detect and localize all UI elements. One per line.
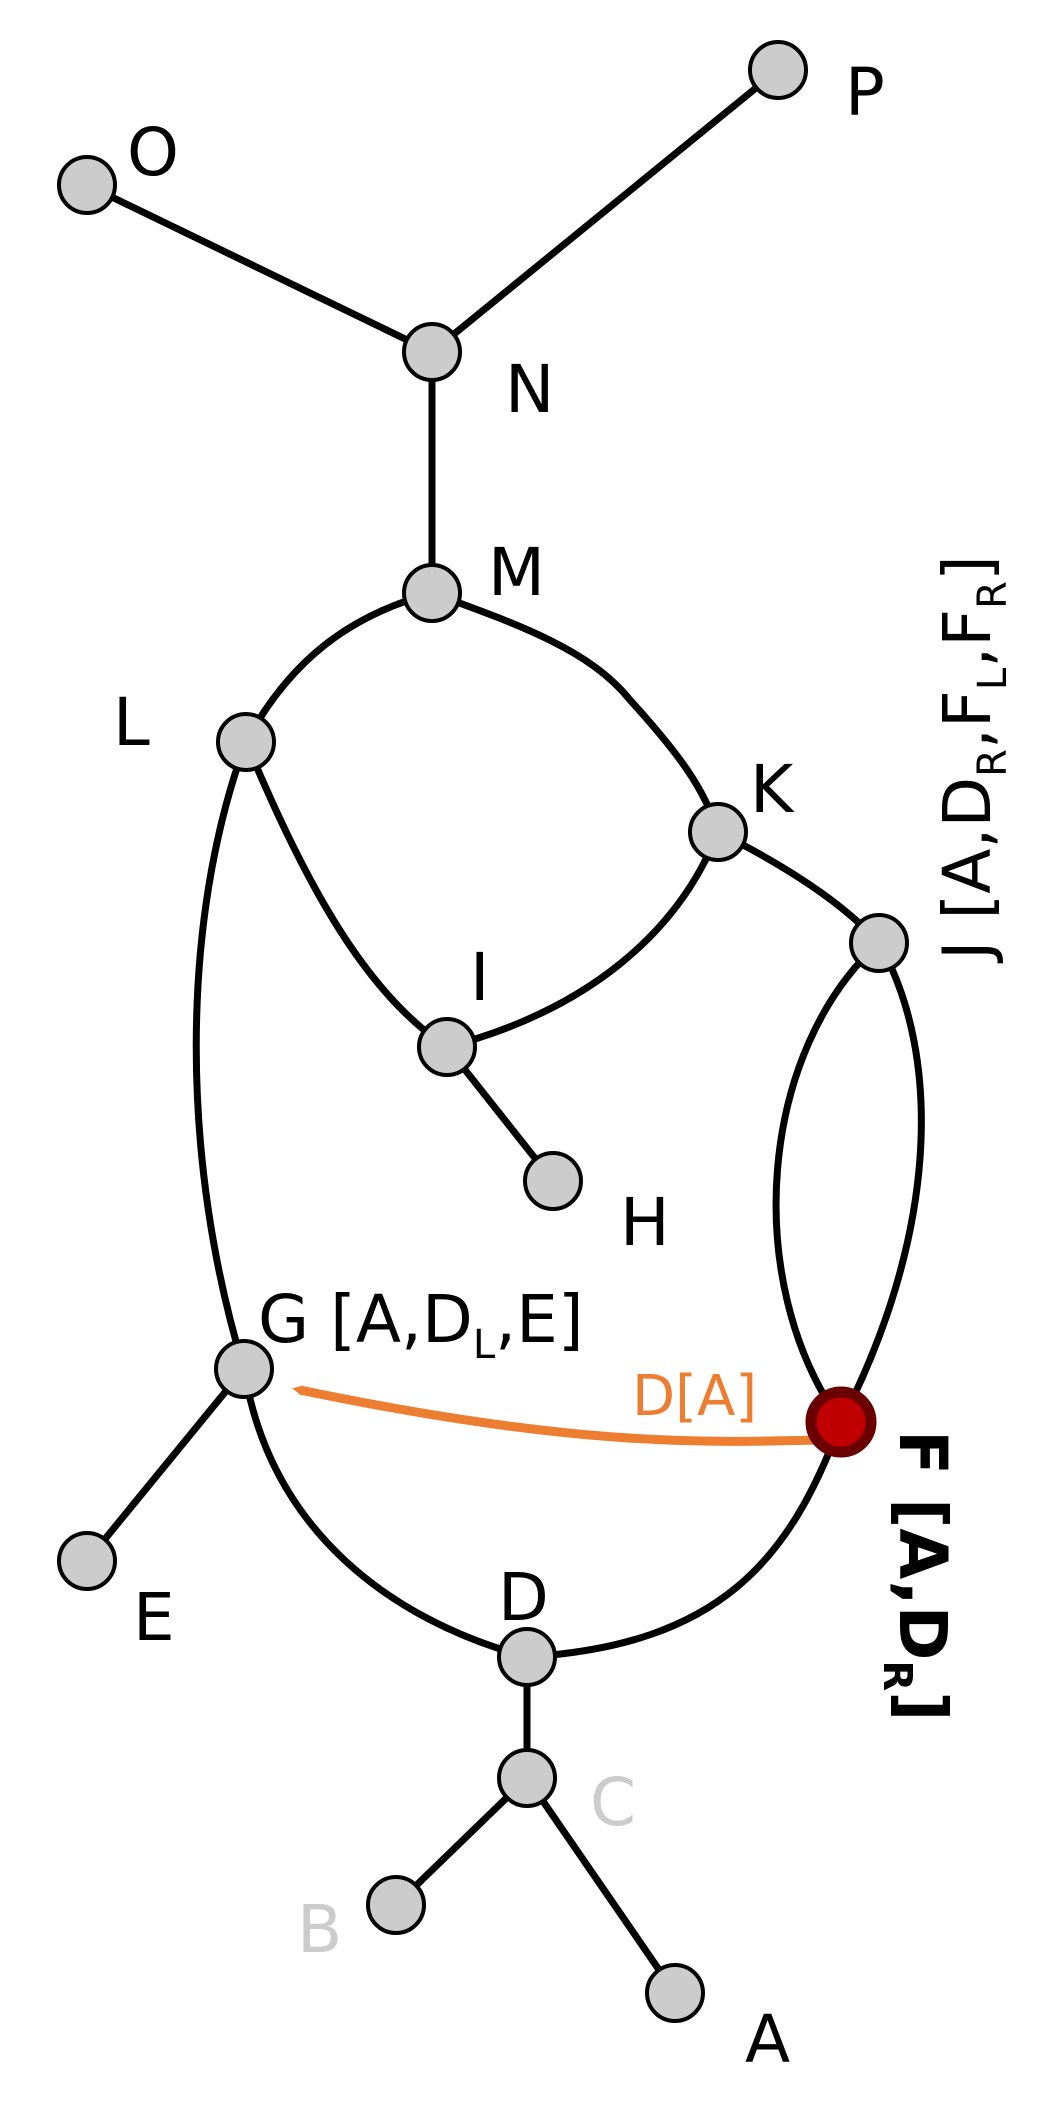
node-labels: O P N M L K I H E D C B A G [A,DL,E] J [… <box>113 54 1016 2078</box>
edge-l-i <box>242 740 449 1050</box>
label-f-group: F [A,DR] <box>874 1430 961 1721</box>
node-h <box>523 1151 583 1211</box>
edge-l-g <box>192 740 250 1371</box>
edge-m-l <box>242 589 433 744</box>
edge-j-f-left <box>772 940 882 1425</box>
node-p <box>748 40 808 100</box>
node-a <box>645 1963 705 2023</box>
edge-g-d <box>240 1368 528 1661</box>
label-o: O <box>127 114 179 191</box>
node-d <box>497 1627 557 1687</box>
node-l <box>216 712 276 772</box>
label-g: G [A,DL,E] <box>258 1281 584 1368</box>
label-e: E <box>133 1579 175 1656</box>
arrow-f-to-g <box>292 1385 819 1446</box>
edge-k-i <box>446 830 722 1051</box>
node-g <box>214 1339 274 1399</box>
label-d: D <box>498 1559 549 1636</box>
label-n: N <box>505 351 554 428</box>
label-j-group: J [A,DR,FL,FR] <box>929 555 1016 964</box>
label-c: C <box>590 1764 636 1841</box>
node-c <box>497 1748 557 1808</box>
label-k: K <box>750 751 795 828</box>
node-k <box>688 802 748 862</box>
node-e <box>57 1531 117 1591</box>
node-o <box>57 155 117 215</box>
edge-o-n <box>85 181 434 356</box>
edges <box>84 67 925 1995</box>
label-m: M <box>488 534 545 611</box>
node-m <box>402 563 462 623</box>
node-j <box>849 913 909 973</box>
edge-p-n <box>429 67 781 355</box>
label-l: L <box>113 684 150 761</box>
edge-m-k <box>430 589 722 834</box>
label-a: A <box>745 2001 790 2078</box>
edge-j-f-right <box>837 941 925 1424</box>
node-b <box>366 1875 426 1935</box>
arrow-label: D[A] <box>632 1364 757 1429</box>
node-n <box>402 322 462 382</box>
edge-c-a <box>524 1776 678 1995</box>
label-h: H <box>620 1184 670 1261</box>
node-i <box>417 1017 477 1077</box>
nodes <box>57 40 909 2023</box>
node-f <box>805 1386 877 1458</box>
label-j: J [A,DR,FL,FR] <box>929 555 1016 964</box>
edge-c-b <box>393 1775 530 1908</box>
label-p: P <box>845 54 885 131</box>
label-b: B <box>297 1891 342 1968</box>
edge-f-d <box>526 1420 845 1661</box>
edge-g-e <box>84 1366 247 1564</box>
label-f: F [A,DR] <box>874 1430 961 1721</box>
label-i: I <box>470 939 489 1016</box>
